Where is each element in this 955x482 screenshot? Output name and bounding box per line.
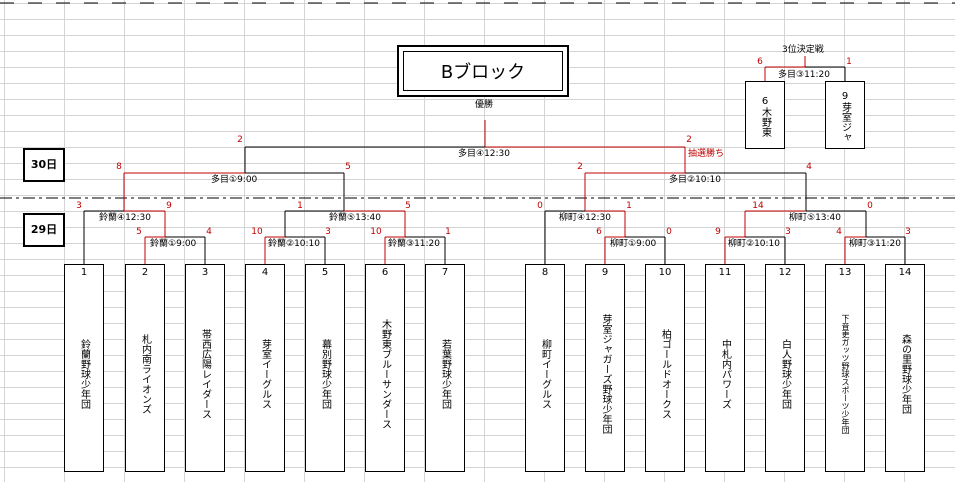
r1-b-right-score: 3 xyxy=(325,227,331,237)
team-number: 11 xyxy=(718,267,732,278)
team-box: 7 若葉野球少年団 xyxy=(425,264,465,472)
team-number: 3 xyxy=(201,267,209,278)
r1-c-right-score: 1 xyxy=(445,227,451,237)
qf-3-left-score: 0 xyxy=(537,201,543,211)
team-name: 木野東ブルーサンダース xyxy=(379,319,391,429)
qf-1-label: 鈴蘭④12:30 xyxy=(99,213,152,223)
r1-d-left-score: 6 xyxy=(596,227,602,237)
semi-2-left-score: 2 xyxy=(577,162,583,172)
team-box: 11 中札内パワーズ xyxy=(705,264,745,472)
third-place-match-label: 多目③11:20 xyxy=(778,70,831,80)
team-number: 10 xyxy=(658,267,672,278)
qf-3-label: 柳町④12:30 xyxy=(559,213,612,223)
team-name: 芽室ジャガーズ野球少年団 xyxy=(600,314,611,434)
team-box: 2 札内南ライオンズ xyxy=(125,264,165,472)
qf-2-label: 鈴蘭⑤13:40 xyxy=(329,213,382,223)
qf-2-right-score: 5 xyxy=(405,201,411,211)
champion-label: 優勝 xyxy=(475,100,494,110)
r1-a-right-score: 4 xyxy=(206,227,212,237)
team-number: 6 xyxy=(381,267,389,278)
semi-1-label: 多目①9:00 xyxy=(211,175,258,185)
qf-4-left-score: 14 xyxy=(752,201,764,211)
third-place-right-score: 1 xyxy=(846,57,852,67)
team-name: 柳町イーグルス xyxy=(539,339,551,409)
qf-1-right-score: 9 xyxy=(166,201,172,211)
team-number: 5 xyxy=(321,267,329,278)
team-box: 13 下音更ガッツ野球スポーツ少年団 xyxy=(825,264,865,472)
team-name: 芽室イーグルス xyxy=(259,339,271,409)
team-number: 4 xyxy=(261,267,269,278)
qf-2-left-score: 1 xyxy=(297,201,303,211)
lottery-win-note: 抽選勝ち xyxy=(688,149,725,159)
team-number: 8 xyxy=(541,267,549,278)
semi-1-right-score: 5 xyxy=(345,162,351,172)
r1-b-label: 鈴蘭②10:10 xyxy=(268,239,321,249)
team-number: 12 xyxy=(778,267,792,278)
team-name: 若葉野球少年団 xyxy=(439,339,451,409)
block-title: Bブロック xyxy=(397,45,569,97)
team-name: 森の里野球少年団 xyxy=(899,334,911,414)
r1-b-left-score: 10 xyxy=(251,227,263,237)
r1-c-label: 鈴蘭③11:20 xyxy=(388,239,441,249)
final-right-score: 2 xyxy=(686,135,692,145)
team-box: 6 木野東ブルーサンダース xyxy=(365,264,405,472)
third-place-left-team-name: 6木野東 xyxy=(759,95,771,137)
team-box: 14 森の里野球少年団 xyxy=(885,264,925,472)
qf-4-right-score: 0 xyxy=(867,201,873,211)
team-box: 4 芽室イーグルス xyxy=(245,264,285,472)
r1-e-left-score: 9 xyxy=(715,227,721,237)
r1-c-left-score: 10 xyxy=(370,227,382,237)
team-number: 14 xyxy=(898,267,912,278)
semi-2-right-score: 4 xyxy=(806,162,812,172)
r1-e-label: 柳町②10:10 xyxy=(728,239,781,249)
final-left-score: 2 xyxy=(237,135,243,145)
team-box: 1 鈴蘭野球少年団 xyxy=(64,264,104,472)
team-name: 札内南ライオンズ xyxy=(139,334,151,414)
team-number: 2 xyxy=(141,267,149,278)
team-box: 3 帯西広陽レイダース xyxy=(185,264,225,472)
r1-f-left-score: 4 xyxy=(836,227,842,237)
third-place-right-team-name: 9芽室ジャ xyxy=(839,90,851,142)
qf-1-left-score: 3 xyxy=(76,201,82,211)
r1-a-label: 鈴蘭①9:00 xyxy=(150,239,197,249)
team-box: 10 柏ゴールドオークス xyxy=(645,264,685,472)
r1-d-right-score: 0 xyxy=(666,227,672,237)
third-place-left-team: 6木野東 xyxy=(745,81,785,149)
team-number: 9 xyxy=(601,267,609,278)
team-name: 帯西広陽レイダース xyxy=(199,329,211,419)
third-place-right-team: 9芽室ジャ xyxy=(825,81,865,149)
r1-f-right-score: 3 xyxy=(905,227,911,237)
team-number: 13 xyxy=(838,267,852,278)
day-label-29: 29日 xyxy=(23,213,65,247)
r1-d-label: 柳町①9:00 xyxy=(610,239,657,249)
qf-4-label: 柳町⑤13:40 xyxy=(789,213,842,223)
semi-1-left-score: 8 xyxy=(116,162,122,172)
team-box: 8 柳町イーグルス xyxy=(525,264,565,472)
team-number: 1 xyxy=(80,267,88,278)
team-name: 鈴蘭野球少年団 xyxy=(78,339,90,409)
qf-3-right-score: 1 xyxy=(626,201,632,211)
team-name: 柏ゴールドオークス xyxy=(659,329,671,419)
third-place-left-score: 6 xyxy=(757,57,763,67)
team-name: 幕別野球少年団 xyxy=(319,339,331,409)
final-match-label: 多目④12:30 xyxy=(458,149,511,159)
r1-e-right-score: 3 xyxy=(785,227,791,237)
day-label-30: 30日 xyxy=(23,148,65,182)
third-place-title: 3位決定戦 xyxy=(782,45,824,55)
team-name: 白人野球少年団 xyxy=(779,339,791,409)
semi-2-label: 多目②10:10 xyxy=(669,175,722,185)
team-name: 下音更ガッツ野球スポーツ少年団 xyxy=(841,314,850,434)
r1-a-left-score: 5 xyxy=(136,227,142,237)
team-name: 中札内パワーズ xyxy=(719,339,731,409)
r1-f-label: 柳町③11:20 xyxy=(849,239,902,249)
team-number: 7 xyxy=(441,267,449,278)
team-box: 12 白人野球少年団 xyxy=(765,264,805,472)
team-box: 9 芽室ジャガーズ野球少年団 xyxy=(585,264,625,472)
team-box: 5 幕別野球少年団 xyxy=(305,264,345,472)
